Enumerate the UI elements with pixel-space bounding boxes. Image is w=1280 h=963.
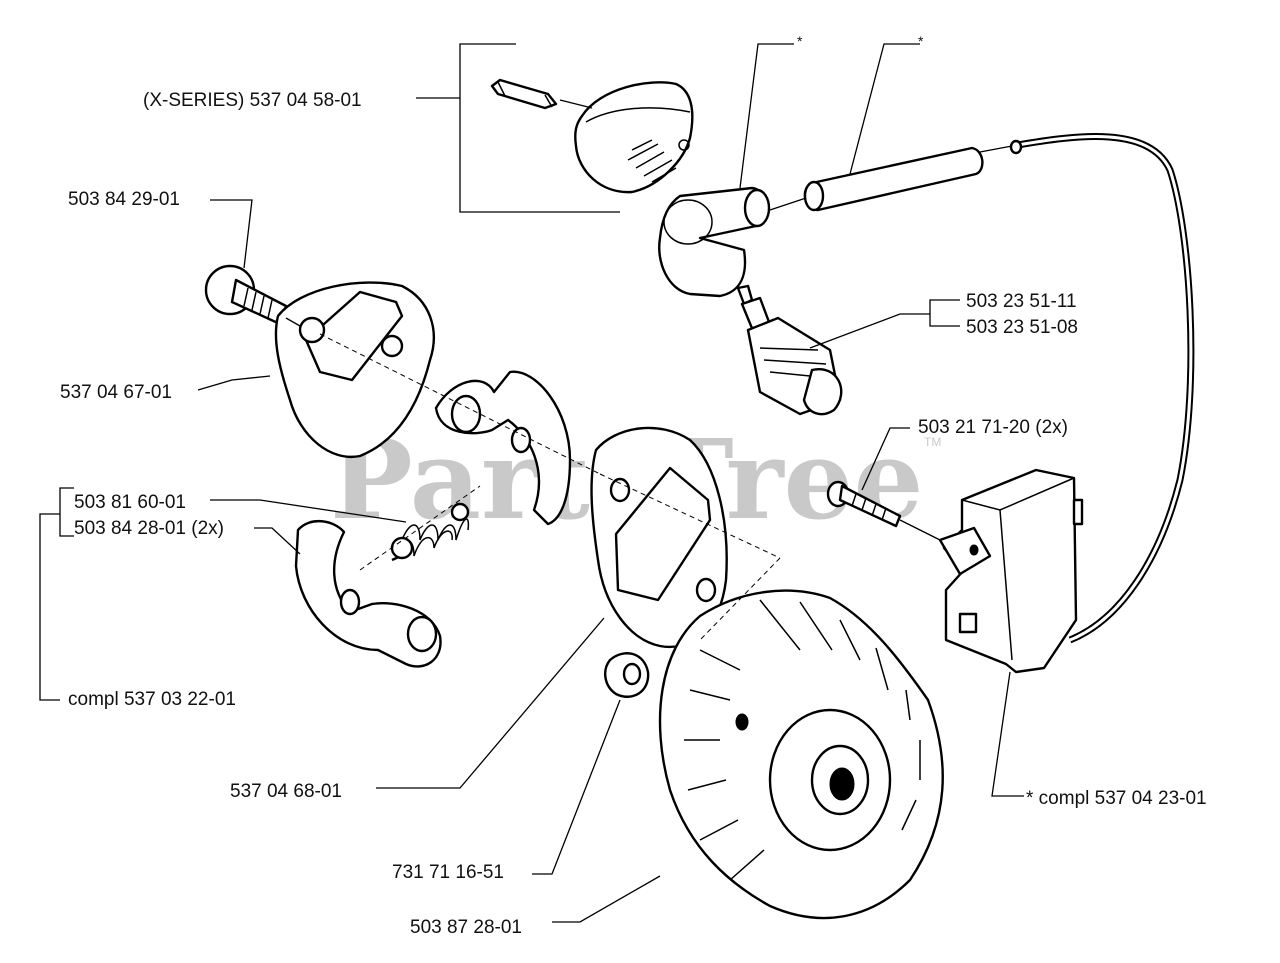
label-plate-left: 537 04 67-01 bbox=[60, 382, 172, 403]
label-cover: (X-SERIES) 537 04 58-01 bbox=[143, 90, 362, 111]
label-plate-mid: 537 04 68-01 bbox=[230, 781, 342, 802]
label-coil-screw: 503 21 71-20 (2x) bbox=[918, 417, 1068, 438]
label-spring-b: 503 84 28-01 (2x) bbox=[74, 518, 224, 539]
label-plug-b: 503 23 51-08 bbox=[966, 317, 1078, 338]
clutch-plate-left-part bbox=[274, 281, 435, 459]
label-spring-a: 503 81 60-01 bbox=[74, 492, 186, 513]
label-coil-compl: * compl 537 04 23-01 bbox=[1026, 788, 1207, 809]
flywheel-part bbox=[658, 589, 944, 920]
pin-part bbox=[490, 78, 558, 110]
label-washer: 731 71 16-51 bbox=[392, 862, 504, 883]
label-clutch-compl: compl 537 03 22-01 bbox=[68, 689, 236, 710]
watermark-tm: TM bbox=[924, 435, 941, 449]
spark-boot-part bbox=[658, 186, 771, 298]
clutch-shoe-lower-part bbox=[294, 520, 442, 668]
clutch-shoe-upper-part bbox=[434, 370, 572, 526]
label-star-2: * bbox=[918, 33, 924, 49]
ht-lead-part bbox=[1009, 133, 1195, 644]
coil-screw-part bbox=[826, 480, 902, 528]
spark-plug-part bbox=[736, 284, 843, 416]
clutch-plate-mid-part bbox=[590, 426, 728, 649]
leader-lines bbox=[39, 43, 1024, 923]
ignition-coil-part bbox=[938, 468, 1084, 674]
label-plug-a: 503 23 51-11 bbox=[966, 291, 1077, 312]
washer-part bbox=[604, 652, 650, 698]
label-star-1: * bbox=[797, 33, 803, 49]
sleeve-tube-part bbox=[803, 146, 984, 212]
label-screw-top: 503 84 29-01 bbox=[68, 189, 180, 210]
spark-cover-part bbox=[574, 81, 694, 194]
label-flywheel: 503 87 28-01 bbox=[410, 917, 522, 938]
clutch-spring-part bbox=[390, 502, 470, 562]
screw-part bbox=[204, 264, 288, 326]
